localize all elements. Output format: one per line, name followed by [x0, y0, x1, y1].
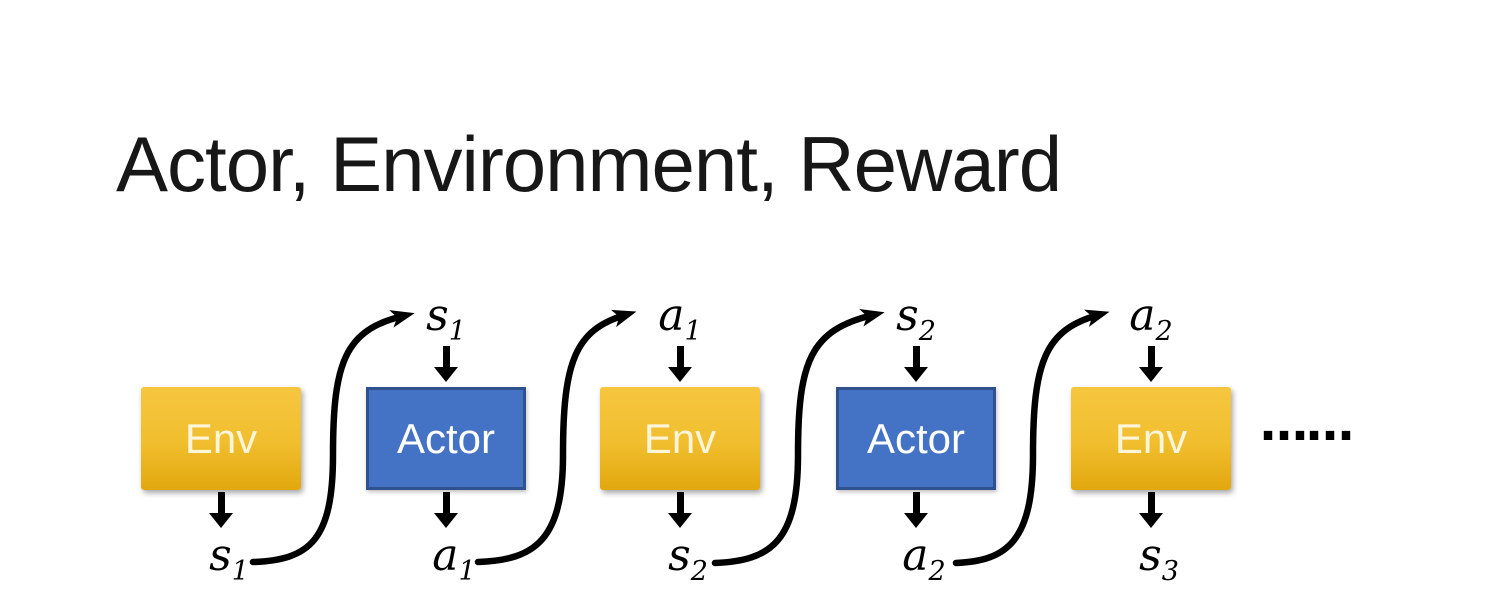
env-box-label: Env — [643, 414, 717, 462]
slide-title: Actor, Environment, Reward — [116, 120, 1062, 208]
action-label-a1-out: a1 — [432, 530, 476, 587]
down-arrow-icon — [1138, 492, 1164, 528]
state-label-s2-out: s2 — [668, 530, 708, 587]
down-arrow-icon — [903, 346, 929, 382]
down-arrow-icon — [1138, 346, 1164, 382]
env-box: Env — [141, 387, 301, 490]
diagram-column-env-2: a1 Env s2 — [600, 280, 760, 608]
actor-box: Actor — [366, 387, 526, 490]
down-arrow-icon — [433, 492, 459, 528]
down-arrow-icon — [433, 346, 459, 382]
env-box-label: Env — [1114, 414, 1188, 462]
continuation-ellipsis: …… — [1260, 396, 1354, 452]
down-arrow-icon — [667, 346, 693, 382]
state-label-s2-in: s2 — [896, 290, 936, 347]
diagram-column-actor-1: s1 Actor a1 — [366, 280, 526, 608]
env-box: Env — [600, 387, 760, 490]
diagram-column-env-3: a2 Env s3 — [1071, 280, 1231, 608]
down-arrow-icon — [208, 492, 234, 528]
action-label-a2-out: a2 — [902, 530, 946, 587]
env-box: Env — [1071, 387, 1231, 490]
action-label-a2-in: a2 — [1129, 290, 1173, 347]
actor-box: Actor — [836, 387, 996, 490]
diagram-column-env-1: Env s1 — [141, 280, 301, 608]
state-label-s1-in: s1 — [426, 290, 466, 347]
state-label-s3-out: s3 — [1139, 530, 1179, 587]
diagram-column-actor-2: s2 Actor a2 — [836, 280, 996, 608]
actor-box-label: Actor — [396, 414, 496, 462]
state-label-s1-out: s1 — [209, 530, 249, 587]
down-arrow-icon — [903, 492, 929, 528]
down-arrow-icon — [667, 492, 693, 528]
action-label-a1-in: a1 — [658, 290, 702, 347]
env-box-label: Env — [184, 414, 258, 462]
actor-box-label: Actor — [866, 414, 966, 462]
